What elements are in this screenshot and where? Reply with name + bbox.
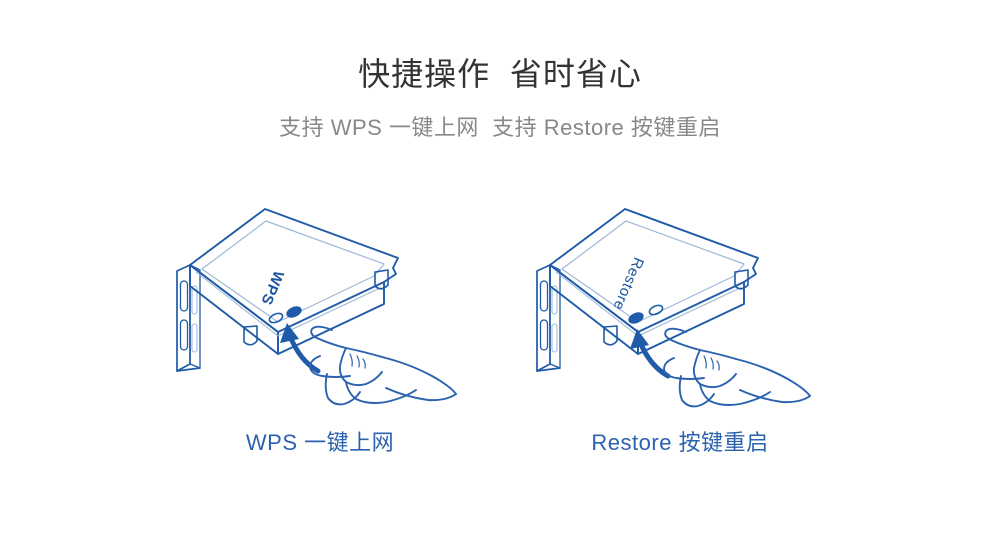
press-arrow-icon [630, 329, 671, 379]
restore-button-dot[interactable] [627, 311, 644, 325]
page-subtitle: 支持 WPS 一键上网 支持 Restore 按键重启 [279, 115, 721, 140]
page-title: 快捷操作 省时省心 [358, 56, 642, 92]
router-edge-highlight [195, 271, 381, 337]
pointing-hand-icon [663, 327, 811, 408]
caption-wps: WPS 一键上网 [245, 430, 395, 455]
router-top-bevel [561, 220, 745, 323]
router-restore-press-illustration: Restore [536, 208, 811, 408]
outline-led-right [648, 304, 664, 316]
router-feet [243, 269, 389, 346]
press-arrow-icon [280, 323, 321, 374]
heading-block: 快捷操作 省时省心 支持 WPS 一键上网 支持 Restore 按键重启 [0, 52, 1000, 144]
router-top-face [189, 208, 399, 333]
wps-button-dot[interactable] [285, 305, 302, 319]
feature-panel-restore: Restore [500, 196, 860, 458]
mounting-bracket [536, 264, 561, 372]
router-wps-press-illustration: WPS [176, 208, 457, 406]
router-top-face [549, 208, 759, 333]
feature-panel-wps: WPS [140, 196, 500, 458]
device-label-wps: WPS [257, 268, 287, 307]
outline-led-left [268, 312, 284, 324]
feature-columns: WPS [0, 196, 1000, 458]
router-top-bevel [201, 220, 385, 323]
device-label-restore: Restore [609, 255, 647, 313]
mounting-bracket [176, 264, 201, 372]
router-feet [603, 269, 749, 346]
router-front-edge [549, 264, 745, 355]
caption-restore: Restore 按键重启 [591, 430, 769, 455]
pointing-hand-icon [309, 325, 457, 406]
